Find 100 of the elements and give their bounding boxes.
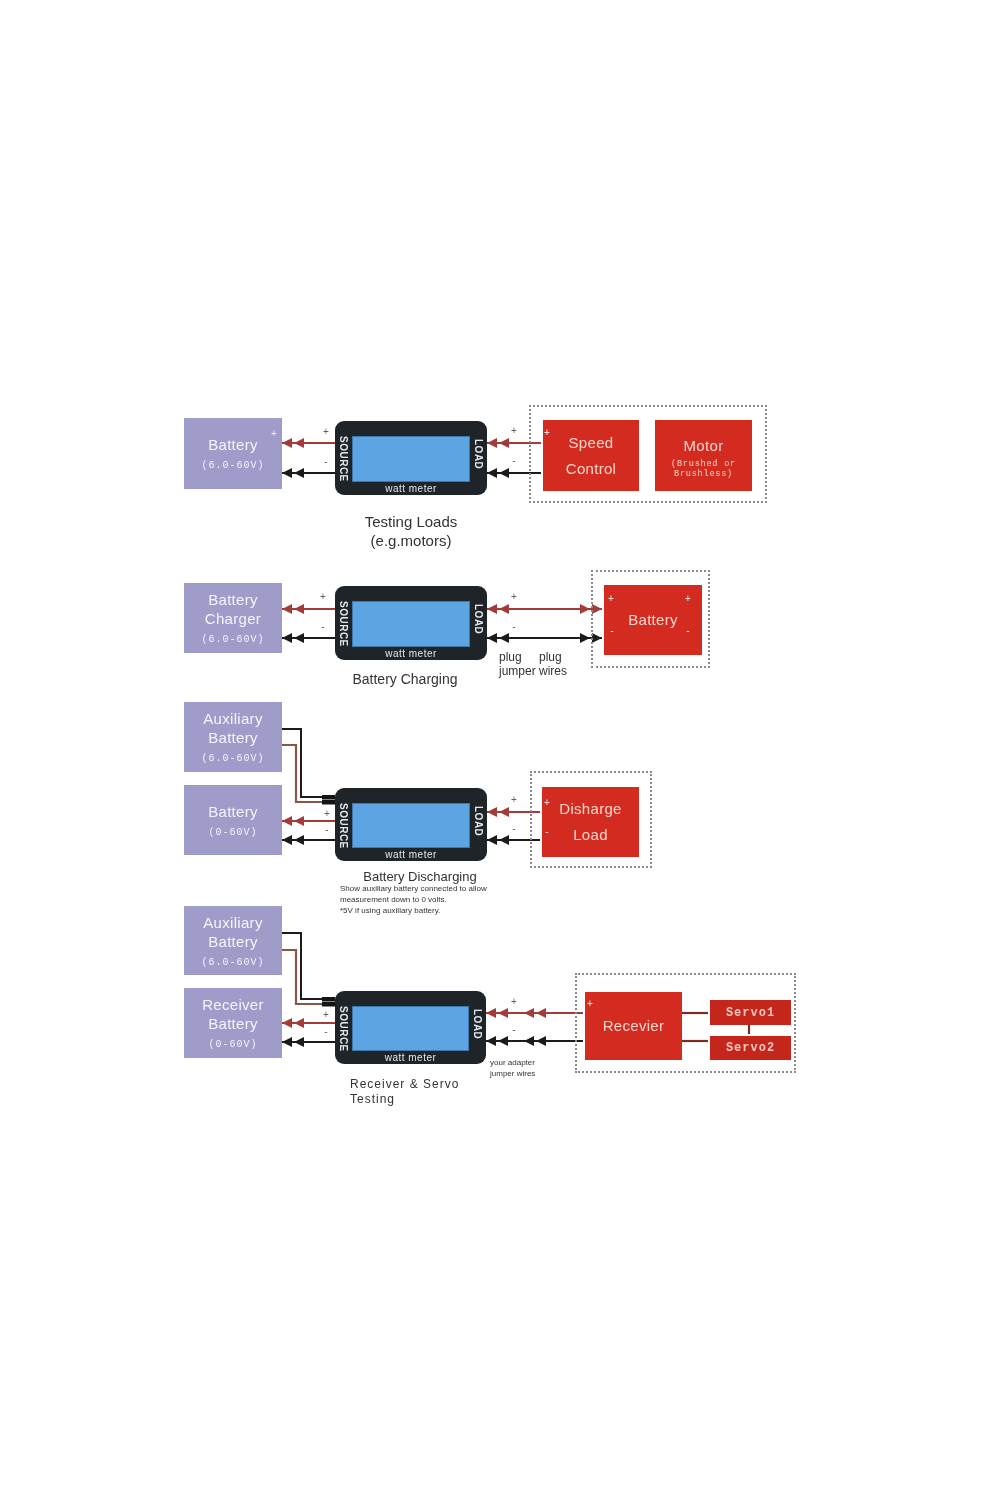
polarity-sign: +	[271, 429, 277, 439]
polarity-sign: +	[320, 592, 326, 602]
polarity-sign: -	[512, 456, 516, 466]
voltage-range: (6.0-60V)	[201, 459, 265, 472]
dotted-frame	[530, 771, 652, 868]
port-label: LOAD	[473, 439, 484, 470]
wire	[282, 604, 335, 614]
load-device-box	[604, 585, 702, 655]
source-name: Battery	[208, 801, 258, 821]
note-text: Show auxiliary battery connected to allow measurement down to 0 volts.	[340, 884, 488, 905]
wire	[282, 1018, 335, 1028]
voltage-range: (6.0-60V)	[201, 752, 265, 765]
wire	[486, 468, 542, 478]
load-device-box	[543, 420, 639, 491]
wire	[281, 468, 336, 478]
source-name: Auxiliary Battery	[202, 709, 264, 747]
wire	[281, 932, 336, 1002]
voltage-range: (0-60V)	[208, 825, 258, 839]
source-name: Battery	[208, 435, 258, 454]
source-battery-box	[184, 906, 282, 975]
source-battery-box	[184, 583, 282, 653]
source-name: Receiver Battery	[201, 995, 265, 1033]
servo-name: Servo1	[725, 1005, 776, 1020]
polarity-sign: +	[323, 1010, 329, 1020]
polarity-sign: -	[610, 626, 614, 636]
dotted-frame	[591, 570, 710, 668]
load-name: Battery	[628, 610, 678, 630]
load-device-box	[585, 992, 682, 1060]
load-device-box	[655, 420, 752, 491]
watt-meter	[335, 421, 487, 495]
polarity-sign: +	[544, 798, 550, 808]
watt-meter	[335, 788, 487, 861]
servo-box	[710, 1000, 791, 1025]
wire	[485, 1036, 584, 1046]
device-label: watt meter	[384, 1052, 437, 1063]
port-label: SOURCE	[338, 601, 349, 647]
note-text: your adapter jumper wires	[490, 1058, 537, 1079]
wire	[486, 633, 603, 643]
load-name: Recevier	[602, 1016, 665, 1036]
wire	[282, 438, 335, 448]
polarity-sign: +	[608, 594, 614, 604]
load-device-box	[542, 787, 639, 857]
polarity-sign: +	[685, 594, 691, 604]
wire	[282, 948, 335, 1007]
wire	[281, 728, 336, 800]
polarity-sign: -	[686, 626, 690, 636]
port-label: LOAD	[473, 604, 484, 635]
polarity-sign: -	[324, 1027, 328, 1037]
load-note: (Brushed or Brushless)	[670, 458, 737, 479]
watt-meter	[335, 586, 487, 660]
part-label: plug	[499, 650, 522, 664]
source-name: Auxiliary Battery	[202, 912, 264, 951]
wire	[487, 807, 540, 817]
wire	[487, 604, 602, 614]
note-text: *5V if using auxiliary battery.	[340, 906, 442, 917]
source-battery-box	[184, 785, 282, 855]
port-label: SOURCE	[338, 436, 349, 482]
polarity-sign: -	[512, 824, 516, 834]
port-label: LOAD	[472, 1009, 483, 1040]
part-label: plug	[539, 650, 562, 664]
wire	[281, 835, 336, 845]
load-name: Disharge Load	[558, 799, 623, 845]
voltage-range: (6.0-60V)	[201, 633, 265, 646]
source-name: Battery Charger	[203, 590, 263, 628]
port-label: SOURCE	[338, 803, 349, 849]
wire	[486, 1008, 583, 1018]
source-battery-box	[184, 418, 282, 489]
polarity-sign: +	[587, 999, 593, 1009]
device-label: watt meter	[385, 849, 437, 860]
voltage-range: (0-60V)	[208, 1038, 258, 1051]
polarity-sign: +	[544, 428, 550, 438]
servo-box	[710, 1036, 791, 1060]
polarity-sign: -	[545, 827, 549, 837]
caption: Receiver & Servo Testing	[350, 1077, 461, 1107]
polarity-sign: +	[511, 426, 517, 436]
polarity-sign: +	[323, 427, 329, 437]
part-label: jumper wires	[499, 664, 567, 678]
polarity-sign: +	[511, 795, 517, 805]
caption: Battery Discharging	[362, 869, 478, 884]
wire	[487, 438, 541, 448]
caption: Testing Loads (e.g.motors)	[363, 512, 459, 550]
polarity-sign: -	[512, 622, 516, 632]
polarity-sign: +	[324, 809, 330, 819]
wire	[281, 1037, 336, 1047]
wire	[486, 835, 541, 845]
polarity-sign: +	[511, 592, 517, 602]
dotted-frame	[575, 973, 796, 1073]
polarity-sign: -	[324, 457, 328, 467]
device-label: watt meter	[385, 483, 437, 494]
load-name: Motor	[683, 435, 724, 456]
dotted-frame	[529, 405, 767, 503]
caption: Battery Charging	[351, 670, 459, 688]
servo-name: Servo2	[725, 1041, 776, 1055]
polarity-sign: -	[325, 825, 329, 835]
port-label: SOURCE	[338, 1006, 349, 1052]
port-label: LOAD	[473, 806, 484, 837]
watt-meter	[335, 991, 486, 1064]
source-battery-box	[184, 988, 282, 1058]
device-label: watt meter	[385, 648, 437, 659]
wire	[282, 816, 335, 826]
